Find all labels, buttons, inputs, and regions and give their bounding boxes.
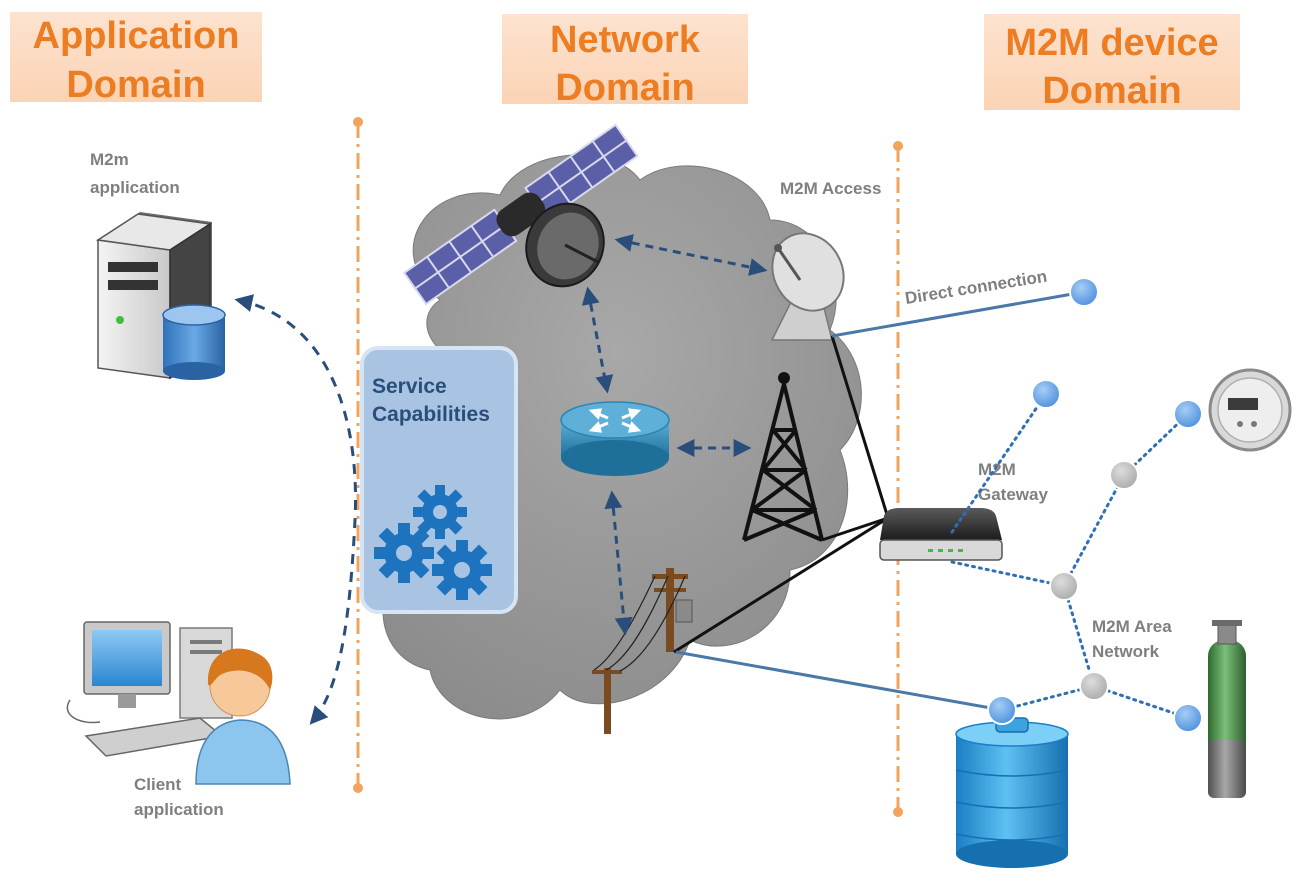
service-capabilities-line1: Service (372, 375, 447, 398)
m2m-application-label-line2: application (90, 178, 180, 197)
satellite-body (496, 192, 546, 237)
database-bottom (163, 362, 225, 380)
service-capabilities-box: Service Capabilities (360, 346, 518, 614)
m2m-application-label-line1: M2m (90, 150, 129, 169)
tower-beacon (778, 372, 790, 384)
application-domain-line1: Application (33, 15, 240, 57)
m2m-area-network-label-line2: Network (1092, 642, 1160, 661)
divider-right-top-dot (893, 141, 903, 151)
pole-right (666, 568, 674, 652)
meter-display (1228, 398, 1258, 410)
direct-connection-line (831, 290, 1085, 338)
pc-tower-slot-1 (190, 640, 222, 644)
application-domain-line2: Domain (66, 64, 205, 106)
client-computer-icon (66, 621, 291, 785)
access-antenna-icon (770, 232, 845, 341)
tank-bottom (956, 840, 1068, 868)
antenna-dish (771, 232, 845, 312)
arrow-satellite-access (614, 234, 768, 276)
divider-left-top-dot (353, 117, 363, 127)
node-gateway-device (1031, 379, 1061, 409)
server-drive-bay-1 (108, 262, 158, 272)
device-domain-line2: Domain (1042, 70, 1181, 112)
server-icon (95, 212, 226, 380)
router-bottom (561, 440, 669, 476)
server-front (97, 239, 171, 379)
divider-right-bottom-dot (893, 807, 903, 817)
application-domain-title: Application Domain (10, 12, 262, 106)
node-relay-1 (1109, 460, 1139, 490)
network-domain-line2: Domain (555, 67, 694, 109)
gateway-device-icon (879, 508, 1003, 561)
app-link-dashed-arrow (234, 294, 358, 725)
m2m-gateway-label-line1: M2M (978, 460, 1016, 479)
pole-transformer (675, 599, 693, 623)
pc-cable (66, 699, 101, 724)
m2m-area-network-label-line1: M2M Area (1092, 617, 1172, 636)
divider-right (893, 141, 903, 817)
m2m-application-label: M2m application (90, 150, 180, 197)
node-meter (1173, 399, 1203, 429)
smart-meter-icon (1208, 368, 1292, 452)
gateway-top (880, 508, 1002, 540)
node-tank (987, 695, 1017, 725)
node-relay-2 (1049, 571, 1079, 601)
pole-to-device-line (675, 650, 1003, 712)
divider-left (353, 117, 363, 793)
node-direct (1069, 277, 1099, 307)
client-application-label-line1: Client (134, 775, 182, 794)
m2m-area-network-label: M2M Area Network (1092, 617, 1172, 661)
water-tank-icon (955, 717, 1069, 868)
database-top (162, 304, 226, 326)
router-icon (560, 401, 670, 476)
gas-cylinder-icon (1208, 620, 1246, 798)
cell-tower-icon (742, 372, 824, 542)
arrow-satellite-router (581, 286, 614, 394)
tank-body (956, 734, 1068, 854)
client-application-label: Client application (134, 775, 224, 819)
cylinder-lower (1208, 740, 1246, 798)
device-domain-title: M2M device Domain (984, 14, 1240, 112)
device-domain-band (984, 14, 1240, 110)
network-domain-title: Network Domain (502, 14, 748, 109)
satellite-icon (402, 123, 639, 306)
node-gas (1173, 703, 1203, 733)
network-domain-line1: Network (550, 19, 701, 61)
network-arrows (581, 234, 768, 636)
arrow-router-pole (604, 490, 633, 636)
cylinder-valve (1217, 623, 1237, 645)
utility-poles-icon (592, 568, 693, 734)
network-domain-band (502, 14, 748, 104)
server-drive-bay-2 (108, 280, 158, 290)
service-capabilities-line2: Capabilities (372, 403, 490, 426)
client-application-label-line2: application (134, 800, 224, 819)
application-domain-band (10, 12, 262, 102)
pc-monitor-stand (118, 694, 136, 708)
cylinder-upper (1208, 640, 1246, 760)
divider-left-bottom-dot (353, 783, 363, 793)
node-relay-3 (1079, 671, 1109, 701)
router-top (560, 401, 670, 439)
gateway-links (673, 335, 890, 654)
gears-icon (374, 485, 492, 600)
server-power-led (116, 316, 124, 324)
m2m-access-label: M2M Access (780, 179, 881, 198)
pc-monitor-screen (92, 630, 162, 686)
pole-left (604, 668, 611, 734)
m2m-gateway-label-line2: Gateway (978, 485, 1048, 504)
pc-tower-slot-2 (190, 650, 222, 654)
device-domain-line1: M2M device (1005, 22, 1218, 64)
device-nodes (987, 277, 1203, 733)
